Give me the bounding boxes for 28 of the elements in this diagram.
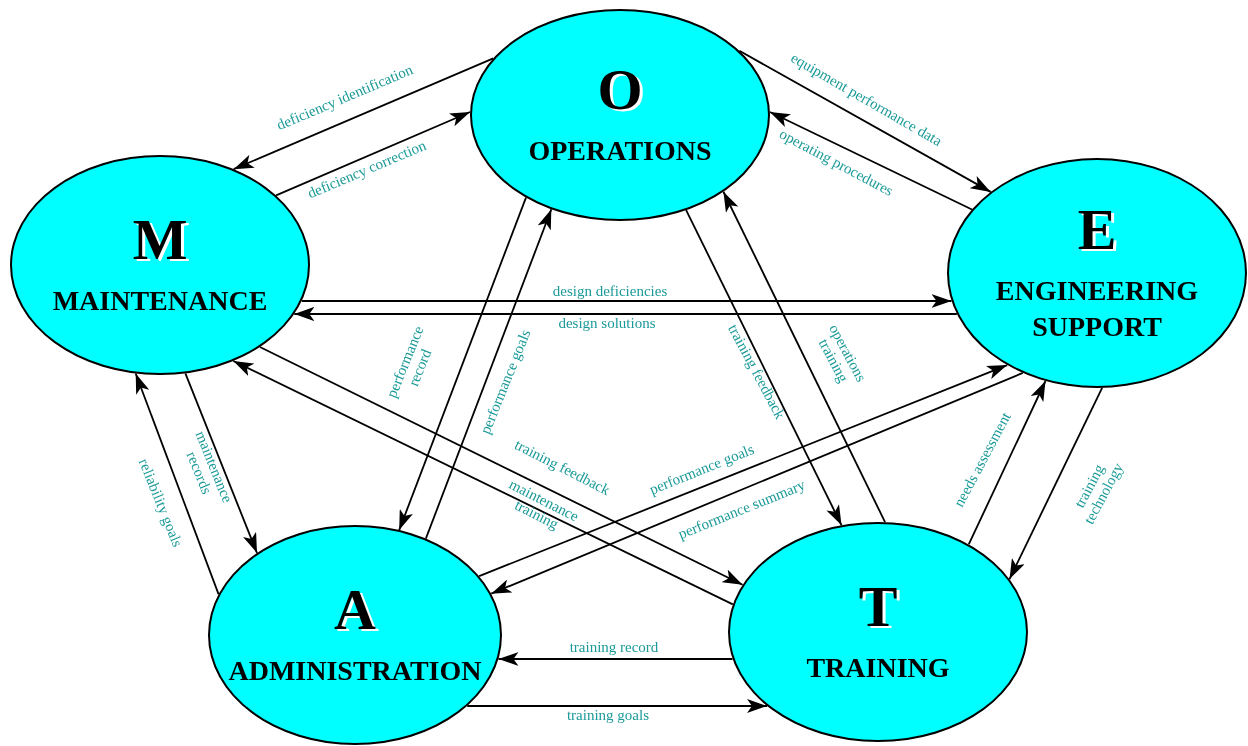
arrow: [722, 190, 886, 523]
arrow: [1008, 387, 1104, 580]
node-title: MAINTENANCE: [52, 283, 268, 318]
node-title: TRAINING: [806, 650, 950, 685]
arrow: [259, 346, 744, 586]
arrow: [738, 49, 992, 193]
node-title: ENGINEERING SUPPORT: [994, 273, 1200, 344]
edge-label: design solutions: [557, 316, 657, 332]
arrow: [232, 57, 495, 171]
arrow: [466, 699, 768, 713]
node-letter: M: [132, 210, 188, 269]
edge-label: training record: [568, 640, 660, 656]
arrow: [478, 364, 1009, 578]
arrow: [398, 196, 527, 531]
node-letter: E: [1077, 200, 1117, 259]
edge-label: design deficiencies: [551, 284, 669, 300]
arrow: [424, 208, 553, 540]
arrow: [769, 111, 973, 211]
node-title: ADMINISTRATION: [228, 653, 482, 688]
node-title: OPERATIONS: [528, 133, 712, 168]
arrow: [184, 372, 258, 554]
arrow: [275, 111, 471, 197]
node-letter: A: [334, 580, 376, 639]
node-letter: T: [858, 577, 898, 636]
node-letter: O: [597, 60, 643, 119]
arrow: [232, 360, 734, 606]
arrow: [967, 380, 1047, 546]
edge-label: training goals: [565, 708, 651, 724]
